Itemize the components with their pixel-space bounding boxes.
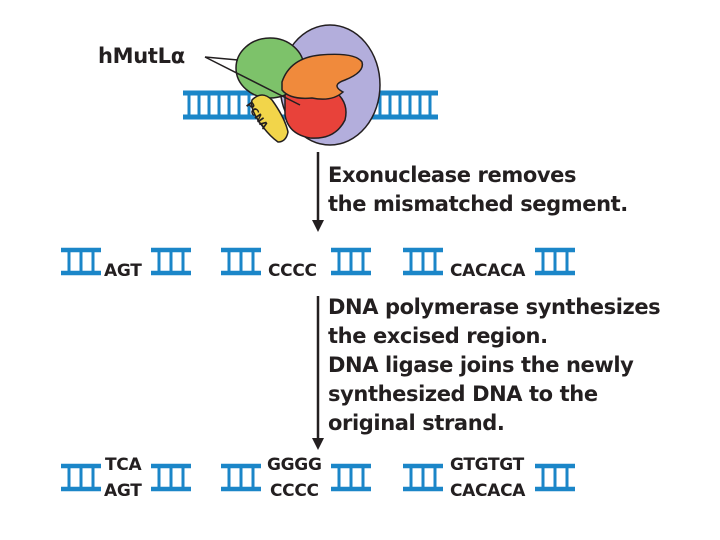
repaired-top-seq-3: GTGTGT bbox=[450, 455, 524, 475]
repaired-top-seq-2: GGGG bbox=[267, 455, 322, 475]
step2-caption-line: synthesized DNA to the bbox=[328, 382, 598, 406]
dna-ladder-gapped-2-left bbox=[221, 247, 261, 276]
repaired-bottom-seq-2: CCCC bbox=[270, 481, 319, 501]
dna-ladder-gapped-2-right bbox=[331, 247, 371, 276]
dna-ladder-gapped-3-right bbox=[535, 247, 575, 276]
dna-ladder-repaired-1-left bbox=[61, 463, 101, 492]
dna-ladder-repaired-3-right bbox=[535, 463, 575, 492]
repaired-bottom-seq-3: CACACA bbox=[450, 481, 526, 501]
repaired-bottom-seq-1: AGT bbox=[104, 481, 142, 501]
dna-ladder-gapped-3-left bbox=[403, 247, 443, 276]
complex-label: hMutLα bbox=[98, 44, 185, 68]
dna-ladder-repaired-2-left bbox=[221, 463, 261, 492]
step1-caption: Exonuclease removes the mismatched segme… bbox=[328, 161, 628, 219]
step1-caption-line: the mismatched segment. bbox=[328, 192, 628, 216]
step2-caption-line: the excised region. bbox=[328, 324, 548, 348]
pcna-ring bbox=[250, 94, 289, 143]
dna-fragments bbox=[61, 247, 575, 492]
repaired-top-seq-1: TCA bbox=[105, 455, 142, 475]
step2-caption-line: original strand. bbox=[328, 411, 505, 435]
step-arrow-2 bbox=[312, 296, 324, 450]
gapped-seq-2: CCCC bbox=[268, 261, 317, 281]
orange-subunit bbox=[281, 53, 364, 100]
gapped-seq-3: CACACA bbox=[450, 261, 526, 281]
step-arrow-1 bbox=[312, 152, 324, 232]
step1-caption-line: Exonuclease removes bbox=[328, 163, 577, 187]
step2-caption-line: DNA ligase joins the newly bbox=[328, 353, 634, 377]
step2-caption: DNA polymerase synthesizes the excised r… bbox=[328, 293, 661, 438]
dna-ladder-repaired-1-right bbox=[151, 463, 191, 492]
dna-ladder-repaired-3-left bbox=[403, 463, 443, 492]
gapped-seq-1: AGT bbox=[104, 261, 142, 281]
step2-caption-line: DNA polymerase synthesizes bbox=[328, 295, 661, 319]
mutl-complex bbox=[204, 24, 381, 146]
dna-ladder-gapped-1-left bbox=[61, 247, 101, 276]
dna-ladder-repaired-2-right bbox=[331, 463, 371, 492]
dna-ladder-gapped-1-right bbox=[151, 247, 191, 276]
